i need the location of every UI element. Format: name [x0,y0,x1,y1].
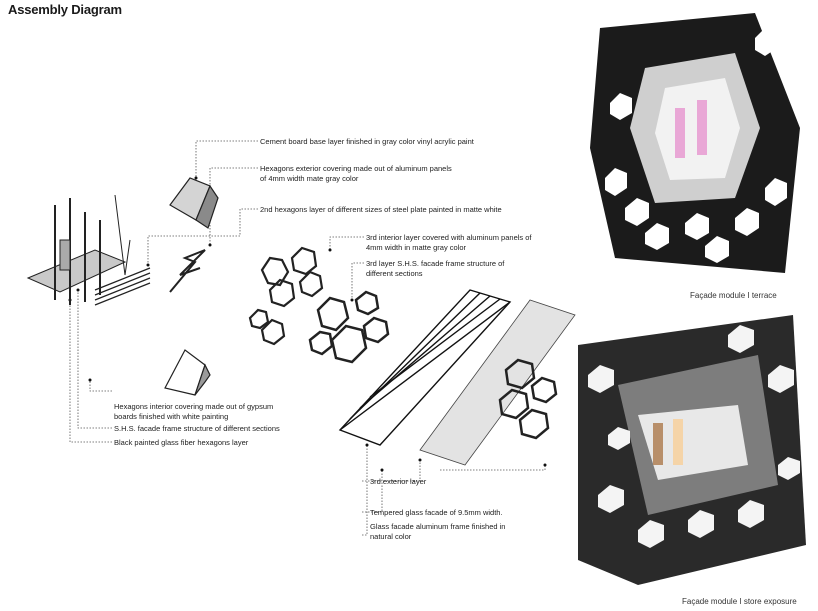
hexagon-cluster-right [498,358,558,440]
terrace-model-image [585,8,810,283]
note-second-hexagons: 2nd hexagons layer of different sizes of… [260,205,502,214]
caption-store-exposure: Façade module I store exposure [682,597,797,606]
note-cement-board: Cement board base layer finished in gray… [260,137,474,146]
note-third-shs: 3rd layer S.H.S. facade frame structure … [366,259,505,278]
grid-frame [338,289,512,446]
page-title: Assembly Diagram [8,2,122,17]
model-photo-store [578,315,813,590]
gypsum-hex-piece [164,349,211,396]
note-shs-frame: S.H.S. facade frame structure of differe… [114,424,280,433]
note-black-glass: Black painted glass fiber hexagons layer [114,438,249,447]
store-model-image [578,315,813,590]
model-photo-terrace [585,8,810,283]
note-glass-frame: Glass facade aluminum frame finished in … [370,522,506,541]
glass-facade [419,299,576,466]
zigzag-frame [169,249,206,293]
base-frame-structure [26,194,151,306]
cement-board-panel [169,177,219,229]
note-hexagons-interior: Hexagons interior covering made out of g… [114,402,274,421]
caption-terrace: Façade module I terrace [690,291,777,300]
hexagon-cluster-mid [308,290,390,364]
note-third-interior: 3rd interior layer covered with aluminum… [366,233,532,252]
note-third-exterior: 3rd exterior layer [370,477,427,486]
note-tempered-glass: Tempered glass facade of 9.5mm width. [370,508,503,517]
note-hexagons-exterior: Hexagons exterior covering made out of a… [260,164,452,183]
hexagon-cluster-left [248,246,324,346]
